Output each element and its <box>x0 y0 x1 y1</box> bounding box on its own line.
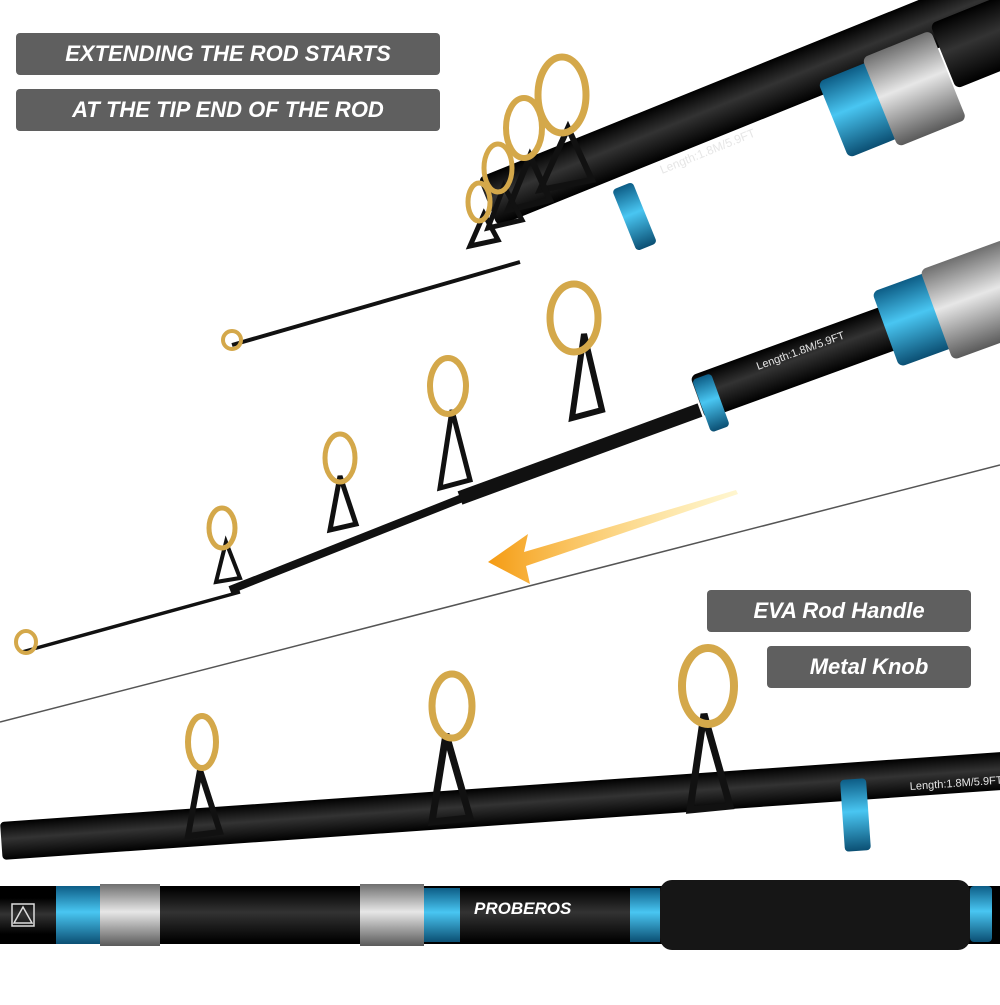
rod-extending: Length:1.8M/5.9FT <box>14 240 1000 655</box>
guide-icon <box>184 644 738 840</box>
caption-extend-line2: AT THE TIP END OF THE ROD <box>16 89 440 131</box>
caption-eva-handle: EVA Rod Handle <box>707 590 971 632</box>
rod-extended: Length:1.8M/5.9FT <box>0 644 1000 860</box>
caption-extend-line1: EXTENDING THE ROD STARTS <box>16 33 440 75</box>
guide-icon <box>221 53 597 351</box>
brand-logo: PROBEROS <box>474 899 572 918</box>
guide-icon <box>14 280 606 655</box>
caption-metal-knob: Metal Knob <box>767 646 971 688</box>
warning-icon <box>11 903 35 927</box>
rod-handle: PROBEROS <box>0 880 1000 950</box>
arrow-left-icon <box>488 490 738 584</box>
divider-line <box>0 464 1000 723</box>
